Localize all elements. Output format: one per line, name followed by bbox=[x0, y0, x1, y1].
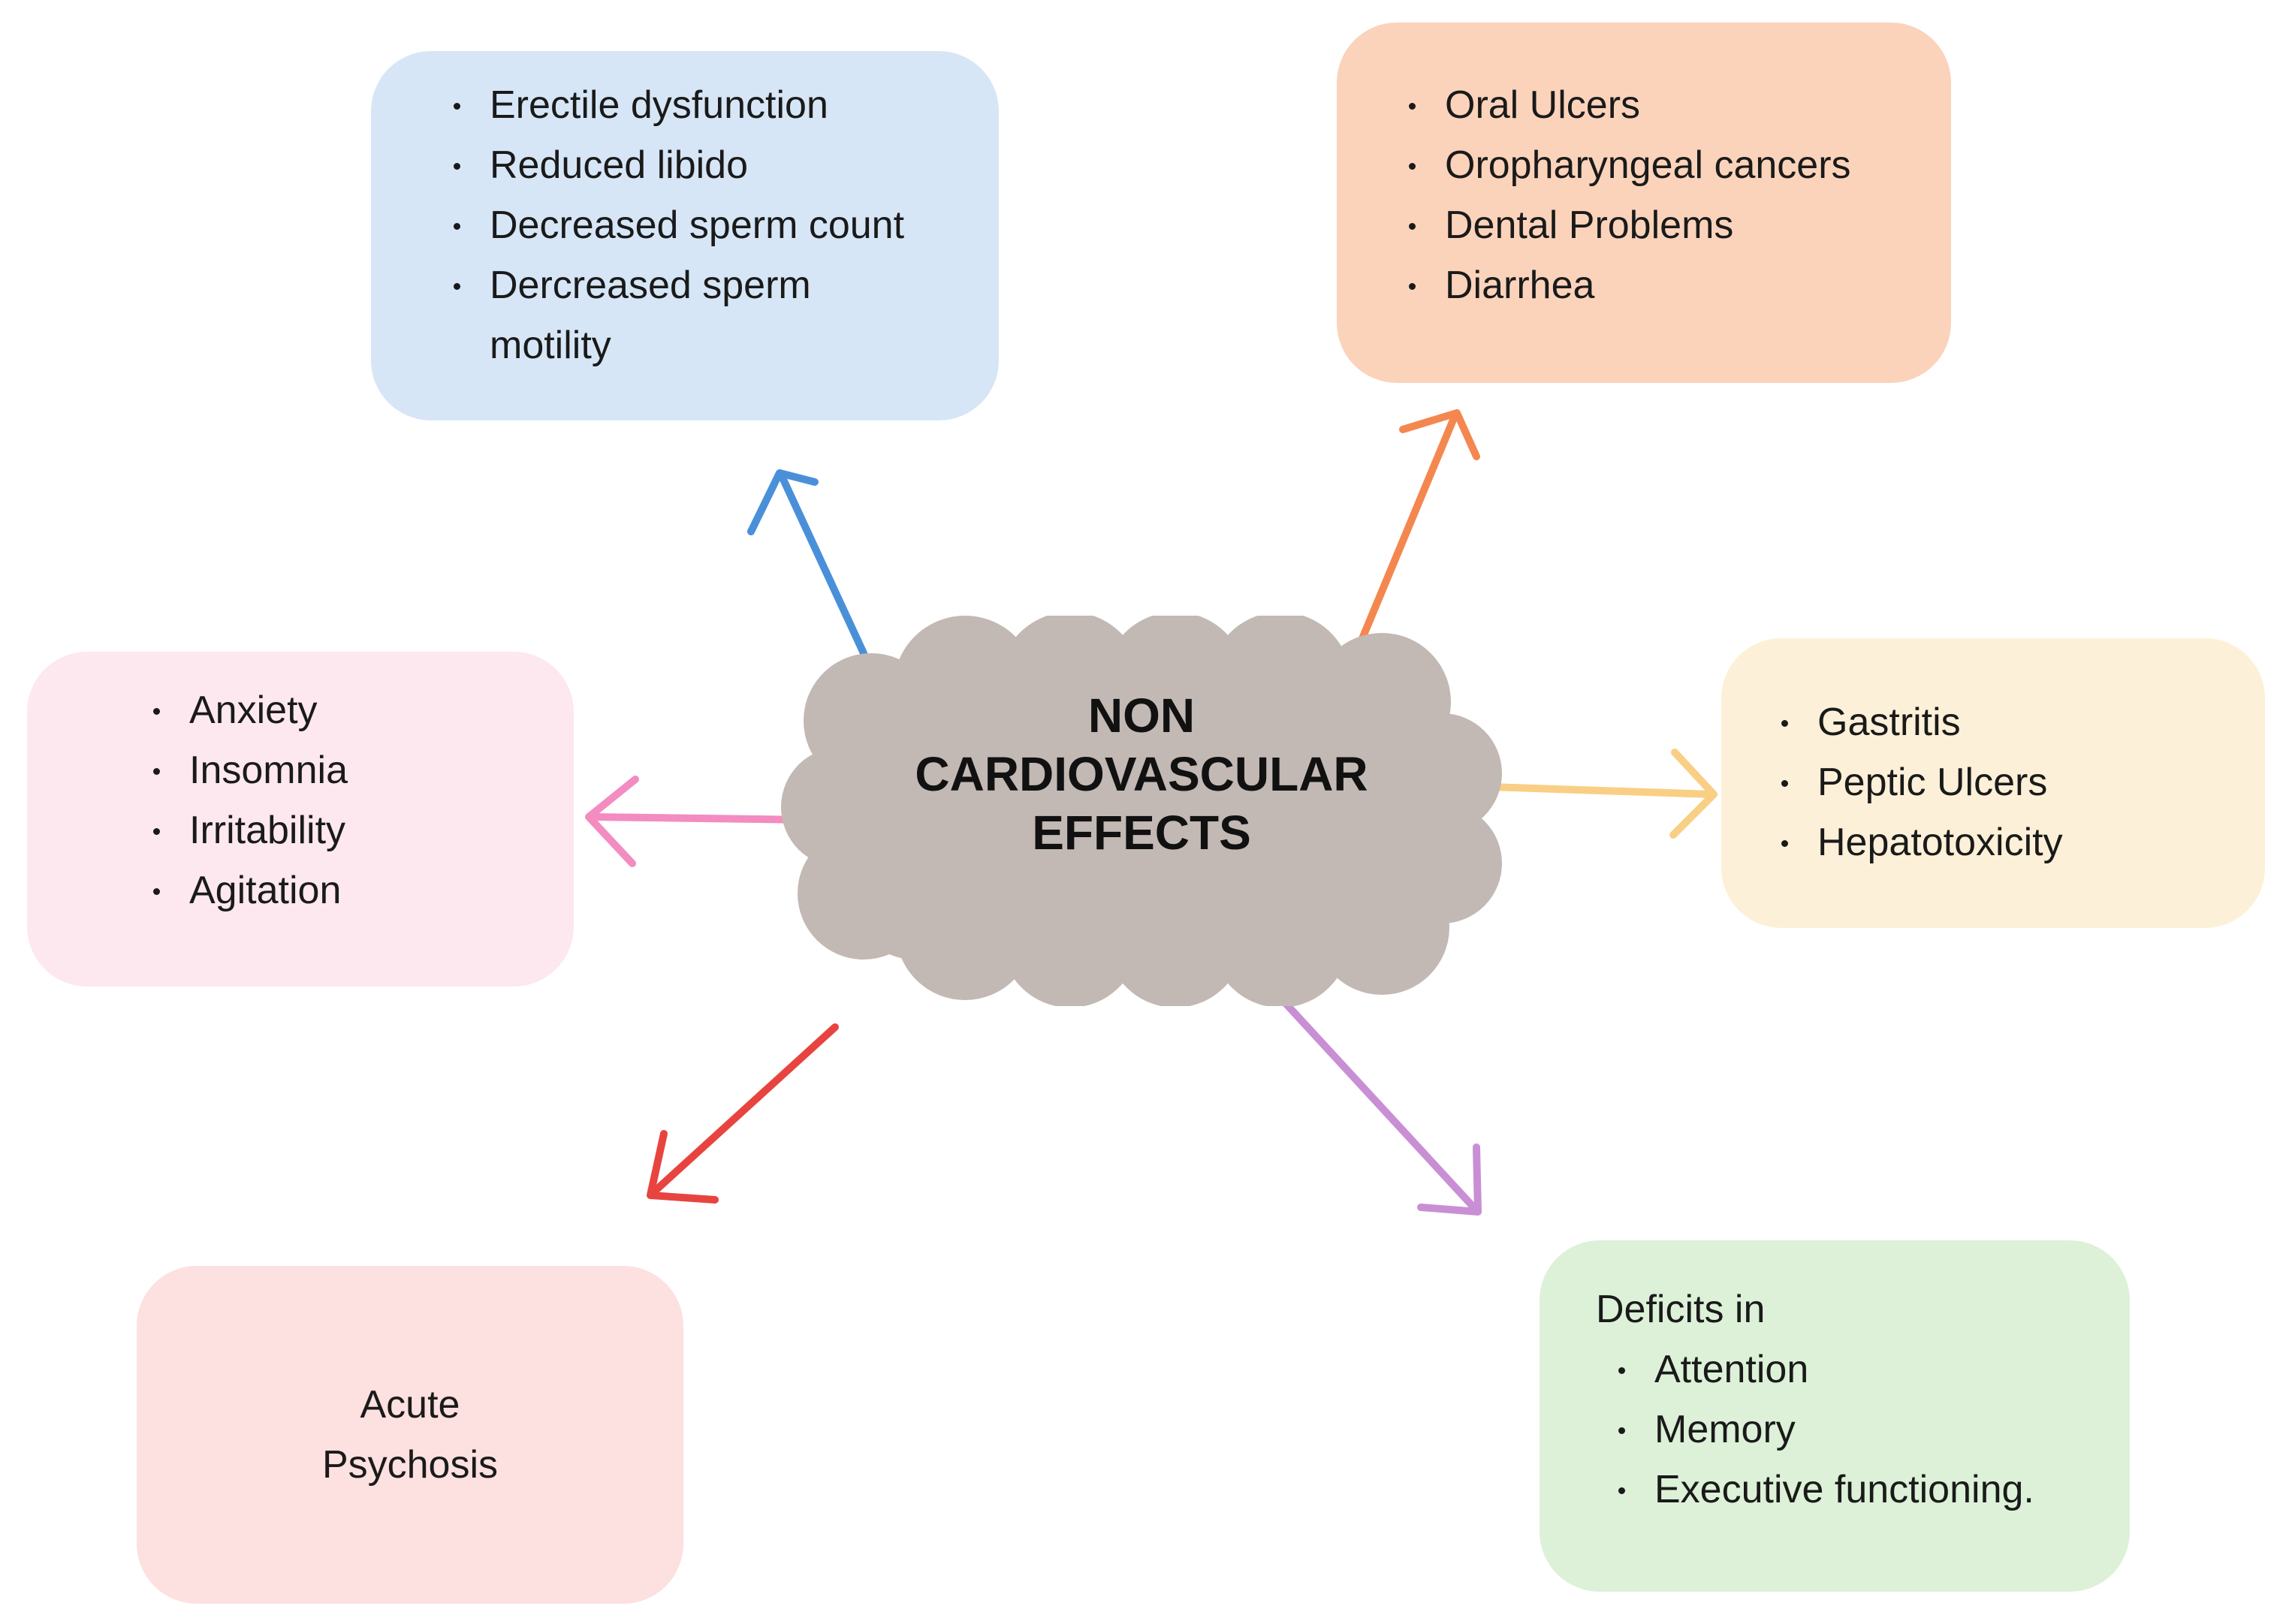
arrow-to-gastric-effects bbox=[1486, 749, 1718, 839]
central-title: NON CARDIOVASCULAR EFFECTS bbox=[826, 686, 1457, 862]
arrow-to-psychosis bbox=[647, 1023, 839, 1204]
list-item: Memory bbox=[1618, 1400, 2115, 1460]
cognitive-effects-box: Deficits in Attention Memory Executive f… bbox=[1540, 1240, 2130, 1592]
list-item: Reduced libido bbox=[454, 135, 969, 195]
list-item: Oral Ulcers bbox=[1409, 75, 1929, 135]
list-item: Agitation bbox=[153, 860, 551, 920]
gastric-effects-list: Gastritis Peptic Ulcers Hepatotoxicity bbox=[1781, 692, 2242, 872]
list-item: Gastritis bbox=[1781, 692, 2242, 752]
list-item: Oropharyngeal cancers bbox=[1409, 135, 1929, 195]
list-item: Decreased sperm count bbox=[454, 195, 969, 255]
list-item: Insomnia bbox=[153, 740, 551, 800]
list-item: Hepatotoxicity bbox=[1781, 812, 2242, 872]
sexual-effects-box: Erectile dysfunction Reduced libido Decr… bbox=[371, 51, 999, 420]
arrow-to-sexual-effects bbox=[747, 469, 867, 657]
list-item: Dercreased sperm motility bbox=[454, 255, 843, 375]
psychological-effects-list: Anxiety Insomnia Irritability Agitation bbox=[153, 680, 551, 920]
oral-effects-box: Oral Ulcers Oropharyngeal cancers Dental… bbox=[1337, 23, 1951, 383]
list-item: Erectile dysfunction bbox=[454, 75, 969, 135]
list-item: Anxiety bbox=[153, 680, 551, 740]
central-title-line-1: NON bbox=[1087, 688, 1196, 743]
arrow-to-oral-effects bbox=[1356, 409, 1480, 649]
central-title-line-3: EFFECTS bbox=[1032, 806, 1251, 860]
central-cloud-shape bbox=[781, 616, 1502, 1006]
list-item: Irritability bbox=[153, 800, 551, 860]
central-title-line-2: CARDIOVASCULAR bbox=[915, 747, 1368, 801]
sexual-effects-list: Erectile dysfunction Reduced libido Decr… bbox=[454, 75, 969, 375]
cognitive-heading: Deficits in bbox=[1596, 1288, 1766, 1331]
psychosis-box: Acute Psychosis bbox=[137, 1266, 683, 1604]
list-item: Peptic Ulcers bbox=[1781, 752, 2242, 812]
gastric-effects-box: Gastritis Peptic Ulcers Hepatotoxicity bbox=[1721, 638, 2265, 928]
psychosis-line-1: Acute bbox=[360, 1383, 460, 1427]
psychosis-label: Acute Psychosis bbox=[322, 1375, 498, 1495]
arrow-to-cognitive-effects bbox=[1277, 995, 1482, 1216]
cognitive-effects-list: Attention Memory Executive functioning. bbox=[1618, 1339, 2115, 1520]
list-item: Executive functioning. bbox=[1618, 1460, 2115, 1520]
list-item: Diarrhea bbox=[1409, 255, 1929, 315]
list-item: Dental Problems bbox=[1409, 195, 1929, 255]
psychosis-line-2: Psychosis bbox=[321, 1443, 499, 1487]
oral-effects-list: Oral Ulcers Oropharyngeal cancers Dental… bbox=[1409, 75, 1929, 315]
arrow-to-psychological-effects bbox=[585, 776, 813, 867]
list-item: Attention bbox=[1618, 1339, 2115, 1400]
psychological-effects-box: Anxiety Insomnia Irritability Agitation bbox=[27, 652, 574, 987]
